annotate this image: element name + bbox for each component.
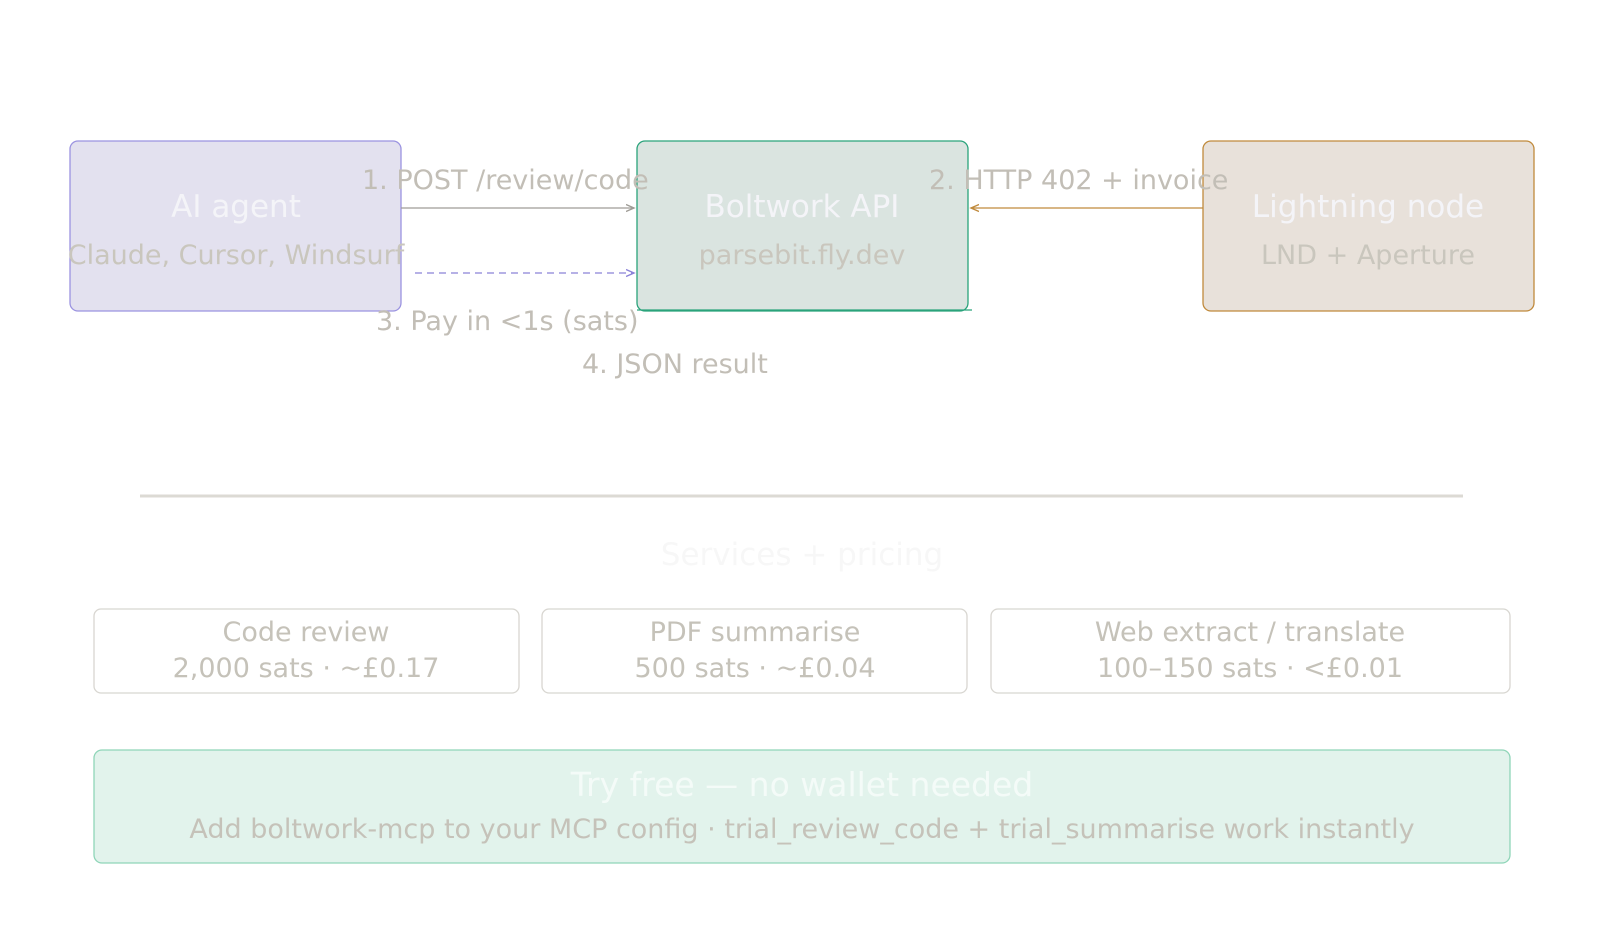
service-card-name: PDF summarise (650, 617, 861, 648)
node-boltwork-api-subtitle: parsebit.fly.dev (699, 240, 906, 271)
node-ai-agent-subtitle: Claude, Cursor, Windsurf (68, 240, 406, 271)
service-card-price: 2,000 sats · ~£0.17 (173, 653, 440, 684)
service-card-box (541, 608, 968, 694)
node-ai-agent-box (69, 140, 402, 312)
edge-label-invoice: 2. HTTP 402 + invoice (929, 165, 1228, 196)
service-card-name: Web extract / translate (1095, 617, 1405, 648)
node-lightning-subtitle: LND + Aperture (1261, 240, 1475, 271)
trial-banner-title: Try free — no wallet needed (570, 765, 1034, 804)
service-card-price: 500 sats · ~£0.04 (634, 653, 875, 684)
edge-label-pay: 3. Pay in <1s (sats) (376, 306, 639, 337)
service-card-code-review: Code review 2,000 sats · ~£0.17 (93, 608, 520, 694)
node-lightning-box (1202, 140, 1535, 312)
node-ai-agent: AI agent Claude, Cursor, Windsurf (68, 140, 406, 312)
node-boltwork-api-title: Boltwork API (705, 189, 900, 225)
service-card-box (990, 608, 1511, 694)
node-ai-agent-title: AI agent (171, 189, 301, 225)
service-card-pdf-summarise: PDF summarise 500 sats · ~£0.04 (541, 608, 968, 694)
node-lightning: Lightning node LND + Aperture (1202, 140, 1535, 312)
service-card-box (93, 608, 520, 694)
node-lightning-title: Lightning node (1252, 189, 1484, 225)
trial-banner-subtitle: Add boltwork-mcp to your MCP config · tr… (189, 814, 1414, 845)
service-card-name: Code review (223, 617, 390, 648)
services-heading: Services + pricing (661, 537, 943, 573)
service-card-web-extract: Web extract / translate 100–150 sats · <… (990, 608, 1511, 694)
node-boltwork-api: Boltwork API parsebit.fly.dev (636, 140, 969, 312)
trial-banner-box (93, 749, 1511, 864)
edge-label-post: 1. POST /review/code (362, 165, 649, 196)
trial-banner: Try free — no wallet needed Add boltwork… (93, 749, 1511, 864)
service-card-price: 100–150 sats · <£0.01 (1097, 653, 1403, 684)
edge-label-result: 4. JSON result (582, 349, 768, 380)
node-boltwork-api-box (636, 140, 969, 312)
